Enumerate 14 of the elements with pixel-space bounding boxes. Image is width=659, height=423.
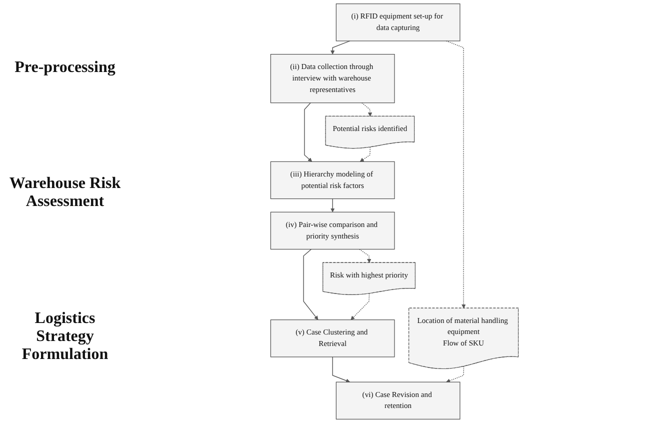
arrow bbox=[303, 248, 318, 320]
phase-label: Warehouse Risk Assessment bbox=[8, 175, 122, 212]
arrow bbox=[330, 198, 335, 212]
phase-label: Pre-processing bbox=[14, 59, 116, 78]
arrow bbox=[362, 102, 372, 117]
arrow bbox=[332, 356, 350, 383]
arrow bbox=[359, 248, 372, 263]
arrow bbox=[360, 146, 371, 162]
phase-label: Logistics Strategy Formulation bbox=[20, 310, 110, 364]
arrow bbox=[330, 40, 350, 54]
arrow bbox=[350, 293, 370, 320]
arrow bbox=[304, 102, 312, 162]
arrow bbox=[446, 366, 464, 383]
arrow bbox=[446, 40, 466, 308]
